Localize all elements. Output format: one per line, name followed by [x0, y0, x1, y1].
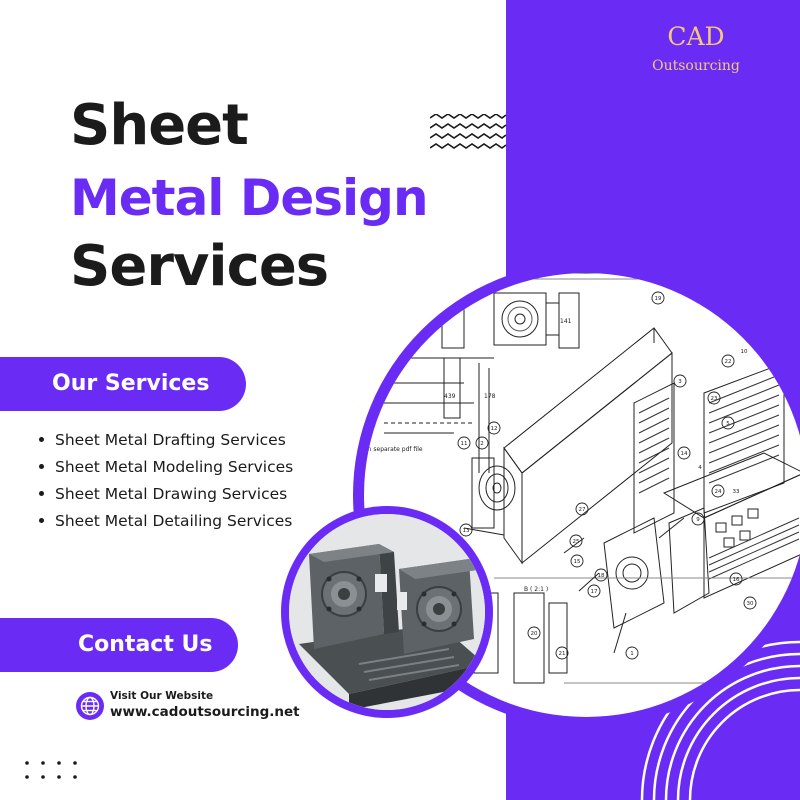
- globe-icon[interactable]: [76, 692, 104, 720]
- callout-label: 19: [655, 296, 662, 302]
- callout-label: 23: [711, 396, 718, 402]
- brand-tagline: Outsourcing: [652, 58, 740, 74]
- callout-label: 22: [725, 359, 732, 365]
- service-item: Sheet Metal Drawing Services: [38, 482, 293, 509]
- section-label: B ( 2:1 ): [524, 586, 548, 593]
- callout-label: 16: [733, 577, 740, 583]
- dimension-label: 178: [484, 393, 496, 400]
- service-item-label: Sheet Metal Detailing Services: [55, 512, 293, 530]
- service-item-label: Sheet Metal Drafting Services: [55, 431, 286, 449]
- sheet-metal-part-circle: [281, 506, 493, 718]
- services-list: Sheet Metal Drafting Services Sheet Meta…: [38, 428, 293, 536]
- technical-drawing-circle: 19 22 23 5 3 14 9 12 11 2 25 15 18 17 13…: [353, 262, 800, 728]
- service-item: Sheet Metal Detailing Services: [38, 509, 293, 536]
- website-link[interactable]: www.cadoutsourcing.net: [110, 704, 300, 720]
- callout-label: 18: [598, 573, 605, 579]
- callout-label: 15: [574, 559, 581, 565]
- brand-name: CAD: [667, 22, 725, 51]
- callout-label: 9: [696, 517, 700, 523]
- sheet-metal-part-frame: [289, 514, 485, 710]
- bullet-icon: [39, 437, 44, 442]
- callout-label: 30: [747, 601, 754, 607]
- callout-label: 27: [579, 507, 586, 513]
- dimension-label: 439: [444, 393, 456, 400]
- our-services-heading: Our Services: [0, 357, 246, 411]
- bullet-icon: [39, 464, 44, 469]
- callout-label: 25: [573, 539, 580, 545]
- callout-label: 26: [721, 309, 728, 315]
- callout-label: 5: [726, 421, 730, 427]
- dimension-label: 141: [560, 318, 572, 325]
- service-item: Sheet Metal Drafting Services: [38, 428, 293, 455]
- headline-line-2: Metal Design: [70, 169, 429, 227]
- brand-logo[interactable]: CAD Outsourcing: [640, 22, 752, 76]
- bullet-icon: [39, 491, 44, 496]
- callout-label: 21: [559, 651, 566, 657]
- callout-label: 13: [463, 528, 470, 534]
- callout-label: 33: [733, 489, 740, 495]
- callout-label: 17: [591, 589, 598, 595]
- callout-label: 11: [461, 441, 468, 447]
- drawing-note: in separate pdf file: [366, 446, 423, 453]
- callout-label: 1: [630, 651, 634, 657]
- callout-label: 20: [531, 631, 538, 637]
- service-item-label: Sheet Metal Drawing Services: [55, 485, 288, 503]
- callout-label: 3: [678, 379, 682, 385]
- website-label: Visit Our Website: [110, 690, 214, 702]
- sheet-metal-part-image: [289, 514, 485, 710]
- bullet-icon: [39, 518, 44, 523]
- service-item: Sheet Metal Modeling Services: [38, 455, 293, 482]
- callout-label: 12: [491, 426, 498, 432]
- zigzag-decoration: [430, 114, 506, 149]
- contact-us-button[interactable]: Contact Us: [0, 618, 238, 672]
- callout-label: 14: [681, 451, 688, 457]
- callout-label: 4: [698, 465, 702, 471]
- callout-label: 10: [741, 349, 748, 355]
- headline-line-3: Services: [70, 234, 329, 299]
- technical-drawing-image: 19 22 23 5 3 14 9 12 11 2 25 15 18 17 13…: [366, 273, 800, 684]
- dot-grid-decoration: [25, 761, 77, 779]
- callout-label: 24: [715, 489, 722, 495]
- headline-line-1: Sheet: [70, 93, 249, 158]
- callout-label: 2: [480, 441, 484, 447]
- service-item-label: Sheet Metal Modeling Services: [55, 458, 294, 476]
